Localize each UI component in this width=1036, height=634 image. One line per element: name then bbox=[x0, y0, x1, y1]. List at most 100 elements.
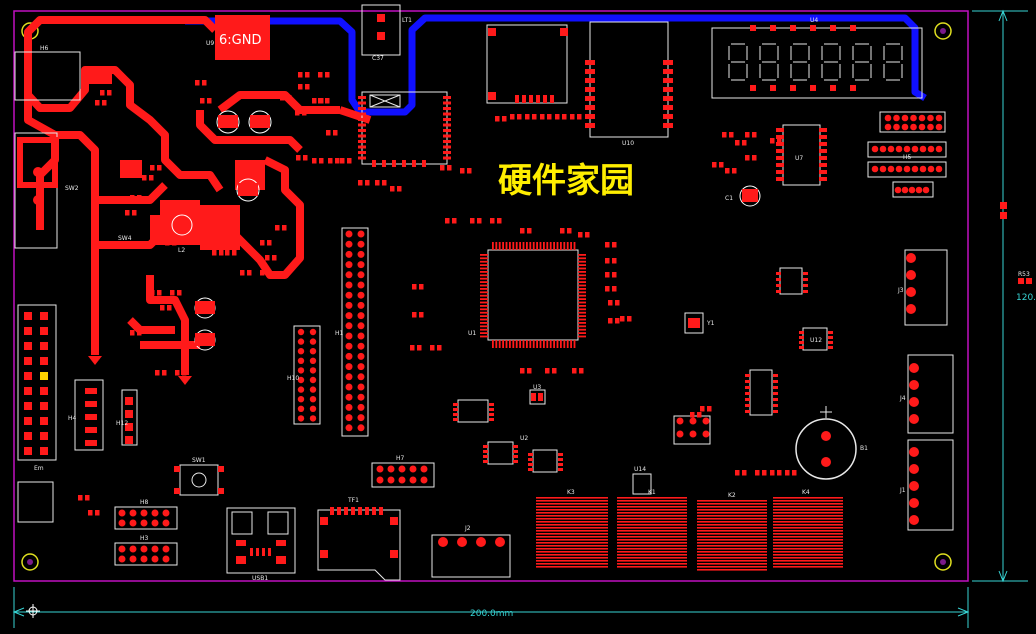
u12-designator: U12 bbox=[810, 337, 822, 344]
h1-pin bbox=[345, 261, 353, 269]
mcu-pin bbox=[570, 242, 572, 250]
em-designator: Em bbox=[34, 465, 44, 472]
mcu-pin bbox=[480, 277, 488, 280]
smd-pad bbox=[260, 270, 265, 276]
ic-pin bbox=[558, 458, 563, 461]
j3-designator: J3 bbox=[897, 287, 904, 294]
h1-pin bbox=[357, 332, 365, 340]
ic-pin bbox=[528, 453, 533, 456]
smd-pad bbox=[430, 345, 435, 351]
relay-stripe bbox=[697, 545, 767, 547]
width-dimension-label: 200.0mm bbox=[470, 609, 513, 619]
mcu-pin bbox=[480, 254, 488, 256]
mcu-pin bbox=[480, 305, 488, 307]
smd-pad bbox=[495, 116, 500, 122]
ic-pin bbox=[558, 468, 563, 471]
u10-pin bbox=[585, 60, 595, 65]
relay-stripe bbox=[697, 500, 767, 502]
ic-pin bbox=[745, 398, 750, 401]
smd-pad bbox=[605, 272, 610, 278]
relay-stripe bbox=[536, 551, 608, 553]
rnet-pin bbox=[871, 165, 879, 173]
h1-pin bbox=[357, 322, 365, 330]
width-dimension bbox=[12, 587, 970, 628]
trace-end-marker bbox=[88, 356, 102, 365]
u8-pin bbox=[443, 140, 451, 143]
u8-pin bbox=[443, 134, 451, 138]
relay-stripe bbox=[697, 515, 767, 517]
relay-stripe bbox=[697, 554, 767, 556]
relay-stripe bbox=[773, 551, 843, 553]
rnet-pin bbox=[895, 145, 903, 153]
ic-pin bbox=[745, 380, 750, 383]
relay-stripe bbox=[617, 515, 687, 517]
h7-designator: H7 bbox=[396, 455, 405, 462]
smd-pad bbox=[560, 228, 565, 234]
u8-pin bbox=[358, 96, 366, 99]
u8-pin bbox=[443, 129, 451, 132]
smd-pad bbox=[272, 255, 277, 261]
height-dimension bbox=[972, 9, 1028, 583]
smd-pad bbox=[78, 495, 83, 501]
relay-stripe bbox=[617, 548, 687, 550]
ic-pin bbox=[513, 445, 518, 448]
smd-pad bbox=[318, 98, 323, 104]
relay-stripe bbox=[773, 518, 843, 520]
seg-digit bbox=[821, 43, 841, 81]
relay-stripe bbox=[697, 524, 767, 526]
relay-stripe bbox=[773, 497, 843, 499]
rnet-pin bbox=[935, 145, 943, 153]
h1-pin bbox=[345, 312, 353, 320]
mcu-pin bbox=[578, 288, 586, 290]
mcu-pin bbox=[578, 332, 586, 334]
ic-pin bbox=[528, 458, 533, 461]
mcu-pin bbox=[556, 242, 559, 250]
h10-pin bbox=[309, 367, 317, 374]
ic-pin bbox=[828, 331, 833, 334]
smd-pad bbox=[547, 114, 552, 120]
smd-pad bbox=[240, 270, 245, 276]
h10-designator: H10 bbox=[287, 375, 299, 382]
smd-pad bbox=[477, 218, 482, 224]
h1-pin bbox=[357, 363, 365, 371]
smd-pad bbox=[605, 286, 610, 292]
relay-stripe bbox=[617, 539, 687, 541]
smd-pad bbox=[172, 240, 177, 246]
ic-pin bbox=[776, 284, 781, 287]
relay-stripe bbox=[773, 542, 843, 544]
relay-stripe bbox=[773, 533, 843, 535]
ic-pin bbox=[689, 417, 697, 425]
mcu-pin bbox=[578, 328, 586, 331]
smd-pad bbox=[762, 470, 767, 476]
ic-pin bbox=[483, 460, 488, 463]
u8-pin bbox=[443, 107, 451, 110]
u7-pin bbox=[819, 170, 827, 174]
rnet-pin bbox=[879, 145, 887, 153]
smd-pad bbox=[470, 218, 475, 224]
ic-pin bbox=[676, 417, 684, 425]
smd-pad bbox=[325, 72, 330, 78]
smd-pad bbox=[296, 155, 301, 161]
mcu-pin bbox=[480, 332, 488, 334]
main-mcu-qfp bbox=[480, 242, 586, 348]
relay-stripe bbox=[536, 521, 608, 523]
smd-pad bbox=[162, 370, 167, 376]
u8-pin bbox=[358, 123, 366, 127]
smd-pad bbox=[520, 228, 525, 234]
smd-pad bbox=[545, 368, 550, 374]
relay-stripe bbox=[536, 497, 608, 499]
rnet-pin bbox=[910, 114, 917, 122]
h10-pin bbox=[309, 338, 317, 345]
mcu-pin bbox=[578, 284, 586, 287]
ic-pin bbox=[483, 455, 488, 458]
smd-pad bbox=[735, 140, 740, 146]
mcu-pin bbox=[532, 340, 535, 348]
mcu-pin bbox=[578, 281, 586, 283]
ic-pin bbox=[828, 346, 833, 349]
ic-pin bbox=[776, 290, 781, 293]
rnet-pin bbox=[922, 186, 930, 194]
relay-stripe bbox=[617, 554, 687, 556]
h1-pin bbox=[345, 291, 353, 299]
u10-pin bbox=[585, 114, 595, 119]
